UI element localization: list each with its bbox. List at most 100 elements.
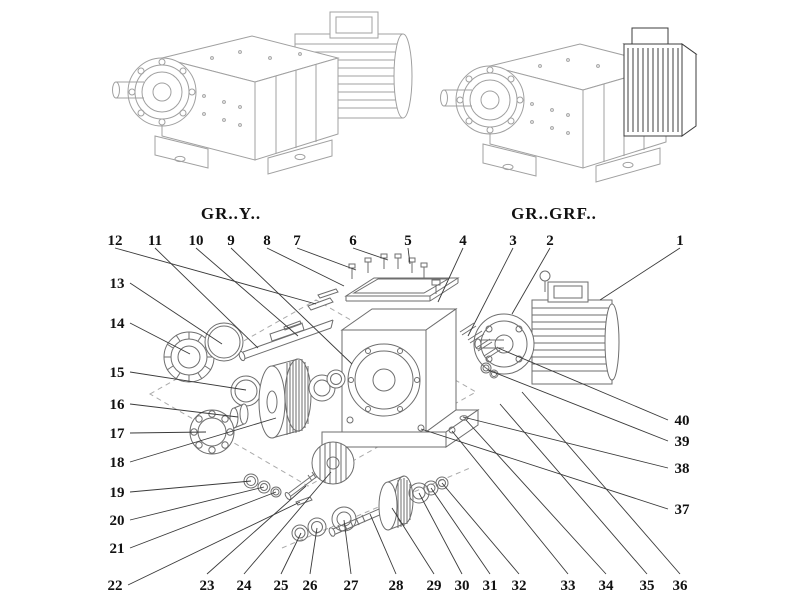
part-number-23: 23 [200,578,215,594]
exploded-view [148,253,620,549]
part-number-38: 38 [675,461,690,477]
part-number-19: 19 [110,485,125,501]
part-number-30: 30 [455,578,470,594]
leader-line-12 [114,247,317,305]
leader-line-39 [487,369,669,442]
leader-line-16 [129,403,239,418]
leader-line-6 [352,247,389,261]
leader-line-29 [391,507,435,575]
leader-line-25 [280,532,302,575]
leader-line-5 [407,247,411,265]
bearings-and-rings-drawing [163,322,262,455]
housing-drawing [321,308,480,448]
leader-line-38 [462,416,669,469]
leader-line-15 [129,371,247,391]
leader-line-24 [243,471,332,575]
part-number-21: 21 [110,541,125,557]
input-shaft-assembly-drawing [291,475,449,542]
leader-line-21 [129,491,277,549]
leader-line-13 [129,282,223,345]
leader-line-37 [420,428,669,510]
leader-line-3 [467,247,514,337]
assembly-guide-lines [148,299,478,487]
leader-line-33 [451,430,569,575]
leader-line-10 [195,247,299,337]
part-number-8: 8 [263,233,271,249]
part-number-15: 15 [110,365,125,381]
part-number-25: 25 [274,578,289,594]
leader-line-30 [418,492,463,575]
leader-line-36 [521,391,681,575]
output-shaft-drawing [238,288,339,362]
drain-plug-drawing [346,416,354,424]
part-number-36: 36 [673,578,689,594]
part-number-6: 6 [349,233,357,249]
part-number-18: 18 [110,455,125,471]
part-number-7: 7 [293,233,301,249]
part-number-40: 40 [675,413,690,429]
eye-bolt-drawing [539,270,551,282]
part-number-28: 28 [389,578,404,594]
leader-line-40 [497,347,669,421]
part-number-39: 39 [675,434,690,450]
gearbox-drawing-left [112,35,339,175]
part-number-24: 24 [237,578,253,594]
part-number-5: 5 [404,233,412,249]
key-drawing [317,288,339,299]
leader-line-26 [309,527,318,575]
view-label-right: GR..GRF.. [511,204,597,223]
part-number-13: 13 [110,276,125,292]
leader-line-8 [266,247,345,287]
part-number-16: 16 [110,397,126,413]
leader-line-34 [465,419,607,575]
leader-line-14 [129,322,191,355]
leader-line-31 [430,487,491,575]
stud-bolts-drawing [459,322,501,379]
part-number-11: 11 [148,233,162,249]
part-number-1: 1 [676,233,684,249]
brake-connector-box [631,27,669,45]
leader-line-1 [599,247,681,301]
key-drawing [307,297,334,311]
leader-line-28 [369,513,397,575]
assembled-view-left [112,11,413,175]
motor-terminal-box [547,281,589,303]
cover-and-bolts-drawing [344,253,460,302]
leader-line-2 [511,247,551,315]
leader-line-17 [129,431,207,434]
part-number-22: 22 [108,578,123,594]
part-number-29: 29 [427,578,442,594]
brake-block-drawing [622,27,698,137]
part-number-17: 17 [110,426,126,442]
part-number-20: 20 [110,513,125,529]
part-number-4: 4 [459,233,467,249]
motor-exploded-drawing [473,270,620,385]
pinion-shaft-drawing [243,441,355,506]
part-number-27: 27 [344,578,360,594]
part-number-31: 31 [483,578,498,594]
terminal-box-drawing [329,11,379,39]
oil-plug-drawing [417,424,425,432]
part-number-35: 35 [640,578,655,594]
leader-line-20 [129,486,265,521]
part-number-33: 33 [561,578,576,594]
part-number-10: 10 [189,233,204,249]
leader-line-7 [296,247,357,271]
leader-line-23 [206,485,307,575]
leader-line-35 [499,403,648,575]
leader-line-11 [154,247,259,349]
leader-line-4 [437,247,464,303]
leader-line-22 [127,501,301,586]
part-number-37: 37 [675,502,691,518]
part-number-32: 32 [512,578,527,594]
part-number-3: 3 [509,233,517,249]
large-gear-drawing [258,358,346,439]
part-number-34: 34 [599,578,615,594]
leader-line-19 [129,480,252,493]
part-number-9: 9 [227,233,235,249]
leader-line-27 [343,519,352,575]
view-label-left: GR..Y.. [200,204,262,223]
